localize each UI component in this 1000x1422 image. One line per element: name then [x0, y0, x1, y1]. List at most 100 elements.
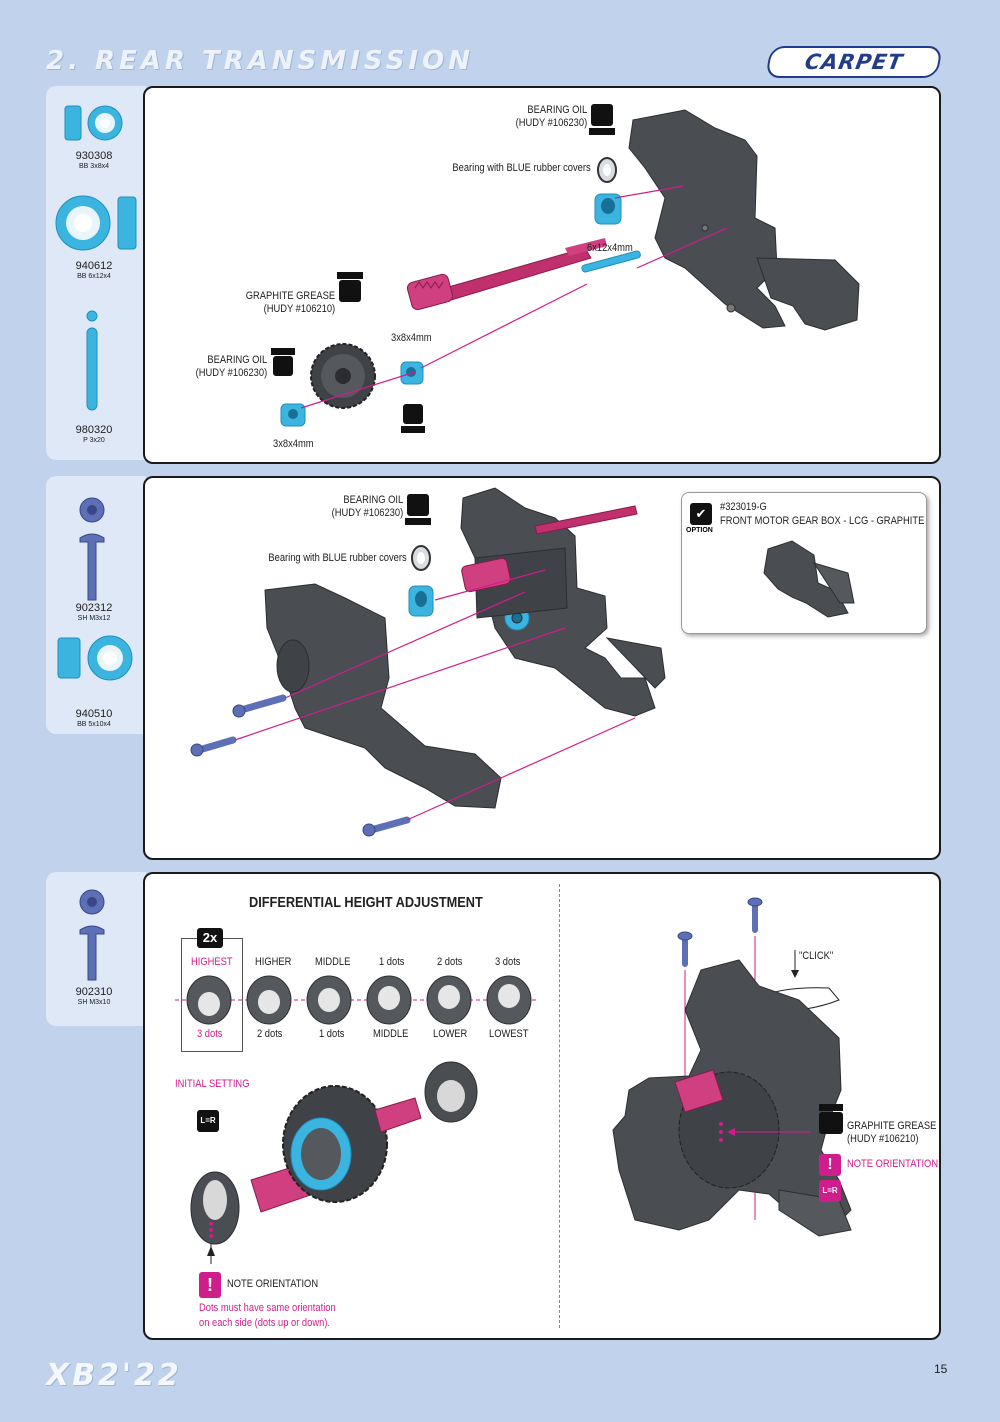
graphite-grease-right-label: GRAPHITE GREASE(HUDY #106210) — [847, 1120, 937, 1145]
option-badge: OPTION — [686, 527, 713, 534]
step1-panel: BEARING OIL(HUDY #106230) Bearing with B… — [143, 86, 941, 464]
lr-badge-left: L=R — [197, 1110, 219, 1132]
initial-setting-label: INITIAL SETTING — [175, 1078, 250, 1090]
pin-3x20-head-icon — [86, 310, 98, 322]
blue-covers-step2-label: Bearing with BLUE rubber covers — [268, 552, 407, 564]
graphite-grease-label: GRAPHITE GREASE(HUDY #106210) — [245, 290, 335, 315]
pos-bottom-0: 3 dots — [197, 1028, 223, 1040]
ring-highest-icon — [186, 975, 232, 1025]
hudy-oil-badge-bottom-icon — [401, 404, 425, 433]
hudy-gr-badge-icon — [337, 272, 363, 302]
option-box: ✔ OPTION #323019-G FRONT MOTOR GEAR BOX … — [681, 492, 927, 634]
thumbs-up-icon: ✔ — [690, 503, 712, 525]
bearing-6x12x4-side-icon — [117, 196, 137, 250]
gearbox-housing-icon — [628, 109, 860, 331]
eccentric-ring-right-icon — [424, 1061, 478, 1123]
ring-2dots-icon — [426, 975, 472, 1025]
screw-c-icon — [362, 816, 411, 837]
diff-assembly-illustration — [190, 1061, 478, 1264]
hudy-oil-badge-step2-icon — [405, 494, 431, 525]
step3-panel: DIFFERENTIAL HEIGHT ADJUSTMENT 2x HIGHES… — [143, 872, 941, 1340]
final-assembly-illustration — [612, 897, 852, 1237]
note-orientation-label: NOTE ORIENTATION — [227, 1278, 319, 1290]
step2-illustration — [190, 487, 666, 837]
pos-top-2: MIDDLE — [315, 956, 351, 968]
ring-higher-icon — [246, 975, 292, 1025]
hudy-oil-badge-top-icon — [589, 104, 615, 135]
pinion-shaft-icon — [406, 238, 607, 311]
parts-icons-step1 — [55, 105, 137, 411]
bearing-6x12x4-icon — [594, 193, 622, 225]
assembly-guide-lines — [300, 185, 728, 409]
section-title: 2. REAR TRANSMISSION — [46, 46, 474, 76]
screw-a-icon — [232, 694, 287, 718]
diff-gear-icon — [282, 1085, 388, 1203]
bearing-oil-step2-label: BEARING OIL(HUDY #106230) — [331, 494, 403, 519]
assembly-guide-lines-2 — [234, 569, 636, 821]
eccentric-rings-row — [175, 975, 537, 1025]
bearing-oil-top-label: BEARING OIL(HUDY #106230) — [515, 104, 587, 129]
option-part-name: FRONT MOTOR GEAR BOX - LCG - GRAPHITE — [720, 515, 925, 527]
diff-outdrive-right-icon — [374, 1097, 422, 1133]
note-text-line2: on each side (dots up or down). — [199, 1317, 330, 1329]
note-orientation-right-label: NOTE ORIENTATION — [847, 1158, 939, 1170]
pos-top-0: HIGHEST — [191, 956, 233, 968]
screw-b-icon — [190, 736, 237, 757]
bearing-3x8x4-b-icon — [280, 403, 306, 427]
note-text-line1: Dots must have same orientation — [199, 1302, 336, 1314]
pin-3x20-icon — [86, 327, 98, 411]
lr-badge-right: L=R — [819, 1180, 841, 1202]
warning-icon-left: ! — [199, 1272, 221, 1298]
hudy-oil-badge-left-icon — [271, 348, 295, 376]
page-number: 15 — [934, 1362, 948, 1376]
pos-top-1: HIGHER — [255, 956, 292, 968]
pos-top-5: 3 dots — [495, 956, 521, 968]
ring-3dots-icon — [486, 975, 532, 1025]
pin-icon — [581, 250, 641, 273]
ring-middle-icon — [306, 975, 352, 1025]
bearing-blue-covers-icon — [411, 545, 431, 571]
pos-bottom-2: 1 dots — [319, 1028, 345, 1040]
bearing-3x8x4-side-icon — [64, 105, 82, 141]
screw-top-right-icon — [747, 897, 763, 933]
ring-1dot-icon — [366, 975, 412, 1025]
screw-m3x12-icon — [79, 533, 105, 601]
step1-illustration — [271, 104, 860, 433]
parts-icons-step2 — [57, 497, 133, 681]
hudy-gr-badge-right-icon — [819, 1104, 843, 1134]
pos-bottom-1: 2 dots — [257, 1028, 283, 1040]
pos-bottom-4: LOWER — [433, 1028, 468, 1040]
gearbox-left-housing-icon — [264, 583, 502, 809]
pos-bottom-3: MIDDLE — [373, 1028, 409, 1040]
eccentric-ring-left-icon — [190, 1171, 240, 1245]
warning-icon-right: ! — [819, 1154, 841, 1176]
badge-2x: 2x — [197, 928, 223, 948]
bearing-blue-covers-icon — [597, 157, 617, 183]
footer-logo: XB2'22 — [46, 1358, 182, 1393]
click-label: "CLICK" — [799, 950, 834, 962]
screw-m3x10-icon — [79, 925, 105, 981]
gearbox-assembled-icon — [612, 959, 852, 1237]
diff-height-title: DIFFERENTIAL HEIGHT ADJUSTMENT — [249, 894, 483, 911]
spur-gear-icon — [310, 343, 376, 409]
bearing-oil-left-label: BEARING OIL(HUDY #106230) — [195, 354, 267, 379]
step2-panel: BEARING OIL(HUDY #106230) Bearing with B… — [143, 476, 941, 860]
screw-top-left-icon — [677, 931, 693, 967]
option-part-number: #323019-G — [720, 501, 767, 513]
brand-text: CARPET — [802, 50, 906, 74]
parts-icons-step3 — [79, 889, 105, 981]
pos-top-3: 1 dots — [379, 956, 405, 968]
pos-top-4: 2 dots — [437, 956, 463, 968]
bearing-6x12x4-label: 6x12x4mm — [587, 242, 633, 254]
bearing-3x8x4-b-label: 3x8x4mm — [273, 438, 314, 450]
option-gearbox-image-icon — [763, 540, 855, 618]
panel-divider — [559, 884, 560, 1328]
bearing-5x10x4-side-icon — [57, 637, 81, 679]
blue-covers-label: Bearing with BLUE rubber covers — [452, 162, 591, 174]
